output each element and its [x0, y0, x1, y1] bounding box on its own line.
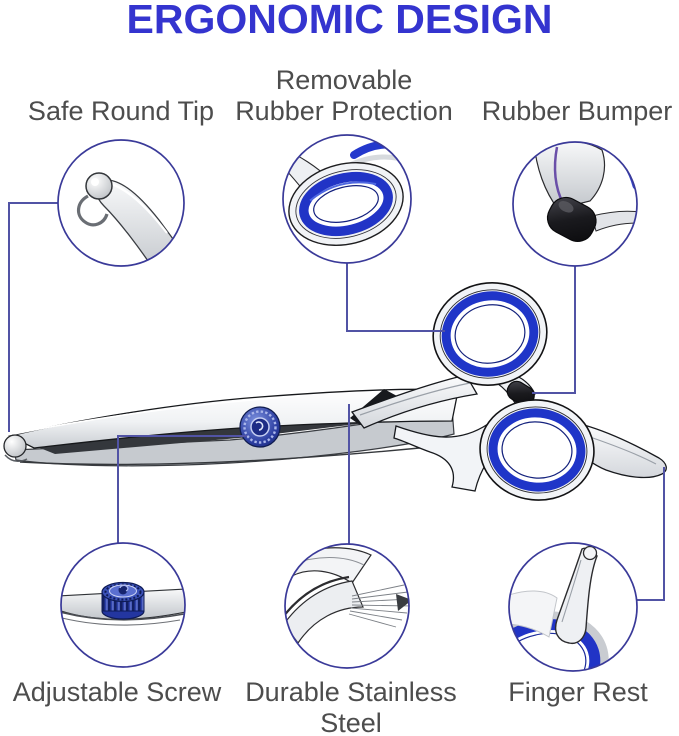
callout-content-adjustable-screw: [61, 581, 185, 626]
lower-handle-ring: [479, 399, 595, 501]
feature-label-safe-round-tip: Safe Round Tip: [28, 96, 214, 127]
feature-label-line: Removable: [275, 65, 413, 95]
callout-line-rubber-bumper: [532, 266, 576, 394]
callout-content-rubber-bumper: [533, 142, 637, 243]
feature-label-rubber-bumper: Rubber Bumper: [482, 96, 673, 127]
callout-line-adjustable-screw: [117, 435, 247, 543]
feature-label-line: Finger Rest: [508, 677, 648, 707]
feature-label-line: Rubber Protection: [235, 96, 453, 126]
feature-label-line: Adjustable Screw: [12, 677, 222, 707]
callout-line-finger-rest: [637, 467, 665, 601]
callout-content-rubber-protection: [283, 140, 411, 246]
feature-label-line: Rubber Bumper: [481, 96, 673, 126]
callout-line-rubber-protection: [346, 263, 445, 332]
round-tip: [3, 434, 27, 458]
callout-circle-finger-rest: [508, 542, 638, 672]
feature-label-line: Steel: [320, 708, 382, 736]
finger-rest-hook: [581, 424, 667, 479]
feature-label-finger-rest: Finger Rest: [508, 677, 648, 708]
callout-circle-safe-round-tip: [57, 139, 185, 267]
callout-circle-rubber-protection: [282, 134, 412, 264]
callout-line-safe-round-tip: [8, 202, 58, 432]
callout-circle-rubber-bumper: [512, 141, 638, 267]
feature-label-line: Safe Round Tip: [27, 96, 215, 126]
lower-blade: [13, 407, 455, 467]
feature-label-removable-rubber-protection: Removable Rubber Protection: [235, 65, 453, 127]
feature-label-durable-stainless-steel: Durable Stainless Steel: [245, 677, 457, 736]
page-title: ERGONOMIC DESIGN: [126, 0, 553, 42]
adjustable-screw: [239, 406, 281, 448]
callout-lines: [8, 202, 665, 601]
callout-circle-adjustable-screw: [60, 542, 186, 668]
feature-label-line: Durable Stainless: [245, 677, 457, 707]
scissors-illustration: [3, 282, 667, 501]
feature-label-adjustable-screw: Adjustable Screw: [13, 677, 222, 708]
upper-handle-ring: [432, 282, 548, 386]
callout-circle-durable-steel: [284, 543, 410, 669]
lower-shank: [393, 423, 508, 492]
